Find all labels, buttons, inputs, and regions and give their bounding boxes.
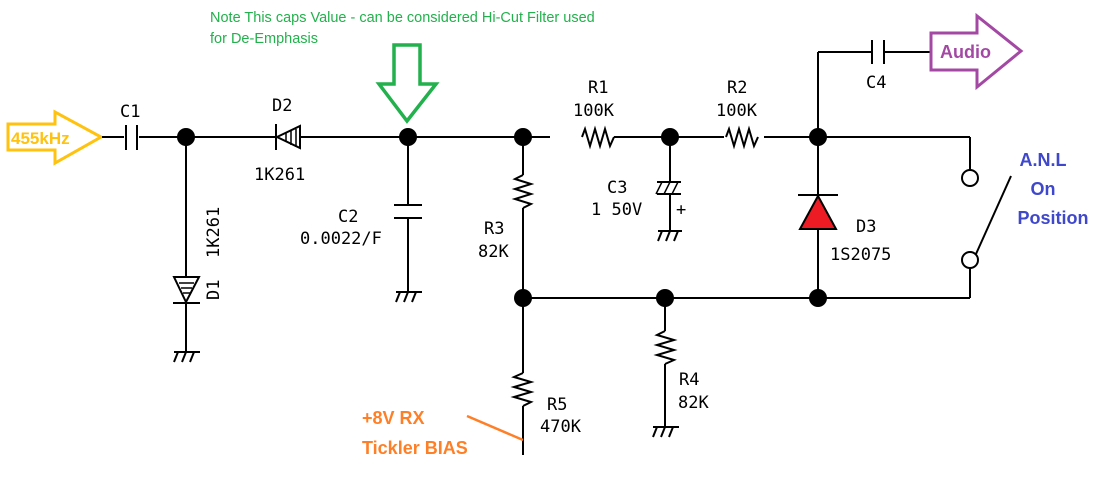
- switch-terminal-top: [961, 169, 979, 187]
- junction: [809, 289, 827, 307]
- note-arrow: [375, 43, 440, 124]
- input-arrow: 455kHz: [6, 109, 105, 166]
- svg-text:Position: Position: [1018, 208, 1089, 228]
- bias-label-line-2: Tickler BIAS: [362, 438, 468, 458]
- r3-ref: R3: [484, 219, 504, 239]
- c3-polarity: +: [676, 200, 686, 220]
- c3-value: 1 50V: [591, 200, 642, 220]
- note-line-2: for De-Emphasis: [210, 31, 318, 47]
- d1-value: 1K261: [204, 207, 224, 258]
- c2-value: 0.0022/F: [300, 229, 382, 249]
- resistor-r3: [511, 174, 535, 209]
- c4-ref: C4: [866, 73, 886, 93]
- c1-ref: C1: [120, 102, 140, 122]
- ground-d1: [173, 351, 200, 363]
- d3-ref: D3: [856, 217, 876, 237]
- r3-value: 82K: [478, 242, 509, 262]
- r2-ref: R2: [727, 78, 747, 98]
- d2-value: 1K261: [254, 165, 305, 185]
- svg-text:On: On: [1031, 179, 1056, 199]
- resistor-r4: [653, 330, 678, 365]
- ground-c2: [395, 291, 422, 303]
- resistor-r5: [510, 372, 535, 407]
- c3-ref: C3: [607, 178, 627, 198]
- d2-ref: D2: [272, 96, 292, 116]
- resistor-r2: [725, 125, 759, 150]
- note-line-1: Note This caps Value - can be considered…: [210, 10, 595, 26]
- ground-r4: [652, 426, 679, 438]
- bias-pointer: [466, 414, 524, 442]
- r2-value: 100K: [716, 101, 758, 121]
- diode-d3: [798, 193, 838, 230]
- diode-d1: [172, 276, 201, 305]
- svg-text:A.N.L: A.N.L: [1020, 150, 1067, 170]
- diode-d2: [274, 124, 301, 150]
- r1-ref: R1: [588, 78, 608, 98]
- capacitor-c2: [394, 204, 422, 219]
- r5-value: 470K: [540, 417, 582, 437]
- d1-ref: D1: [204, 280, 224, 300]
- input-arrow-label: 455kHz: [11, 129, 70, 148]
- switch-lever: [975, 175, 1012, 255]
- bias-label-line-1: +8V RX: [362, 408, 425, 428]
- switch-terminal-bottom: [961, 251, 979, 269]
- r4-value: 82K: [678, 393, 709, 413]
- switch-label: A.N.L On Position: [1018, 150, 1089, 228]
- resistor-r1: [581, 125, 615, 150]
- ground-c3: [657, 230, 682, 242]
- capacitor-c4: [871, 40, 885, 64]
- capacitor-c3: [655, 181, 681, 195]
- c2-ref: C2: [338, 207, 358, 227]
- output-arrow: Audio: [929, 12, 1024, 91]
- output-arrow-label: Audio: [940, 42, 991, 62]
- capacitor-c1: [125, 125, 138, 150]
- r1-value: 100K: [573, 101, 615, 121]
- d3-value: 1S2075: [830, 245, 891, 265]
- r5-ref: R5: [547, 395, 567, 415]
- r4-ref: R4: [679, 370, 699, 390]
